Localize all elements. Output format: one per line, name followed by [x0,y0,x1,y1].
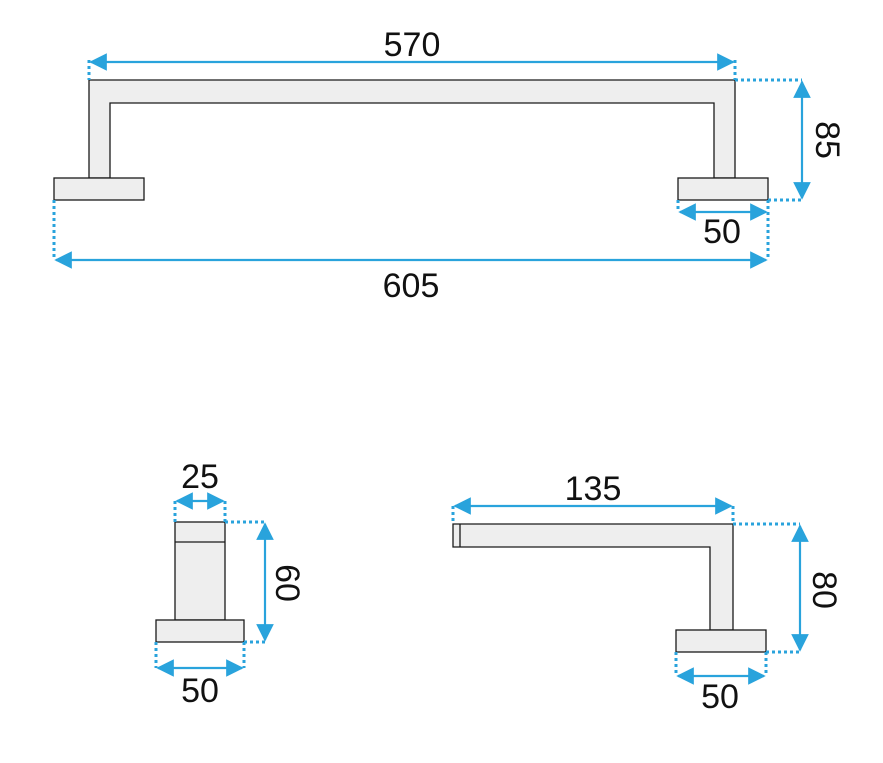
dim-label-85: 85 [808,121,846,159]
dim-label-60: 60 [268,564,306,602]
dim-label-570: 570 [384,26,441,64]
towel-rail-end-view: 135 80 50 [451,470,843,716]
rail-body [88,79,736,179]
end-arm [452,523,734,631]
dim-label-135: 135 [565,470,622,508]
dim-label-50-top: 50 [703,213,741,251]
dim-label-25: 25 [181,458,219,496]
towel-rail-front-view: 570 85 50 605 [52,26,846,305]
end-base [675,629,767,653]
dim-label-80: 80 [805,571,843,609]
dim-label-50-end: 50 [701,678,739,716]
rail-right-base [677,177,769,201]
rail-left-base [53,177,145,201]
towel-rail-side-view: 25 60 50 [154,458,306,710]
side-post [174,521,226,621]
side-base [155,619,245,643]
dim-label-50-side: 50 [181,672,219,710]
dim-label-605: 605 [383,267,440,305]
